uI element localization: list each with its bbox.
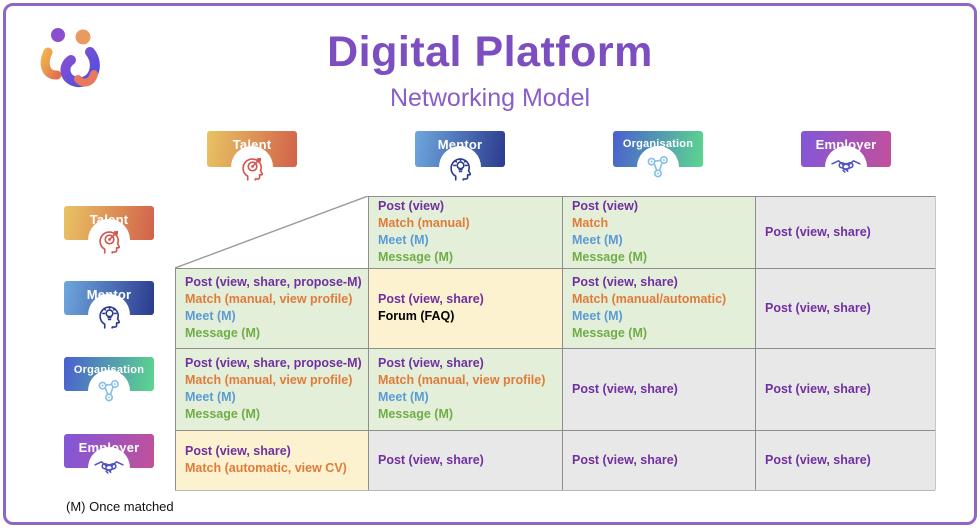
column-header-talent: Talent [207, 131, 297, 188]
action-line: Meet (M) [185, 309, 236, 323]
grid-line [175, 268, 176, 490]
column-header-label: Mentor [437, 137, 483, 152]
action-line: Post (view, share) [572, 452, 678, 467]
action-line: Post (view) [572, 199, 638, 213]
cell-organisation-x-employer: Post (view, share) [755, 348, 935, 430]
action-line: Match (manual) [378, 216, 470, 230]
cell-employer-x-talent: Post (view, share) Match (automatic, view… [175, 430, 368, 490]
grid-line [755, 196, 756, 490]
page-title: Digital Platform [327, 28, 653, 76]
action-line: Message (M) [572, 326, 648, 340]
cell-organisation-x-mentor: Post (view, share) Match (manual, view pr… [368, 348, 562, 430]
action-line: Match (manual, view profile) [185, 373, 353, 387]
action-line: Message (M) [378, 250, 454, 264]
action-line: Meet (M) [378, 390, 429, 404]
action-line: Post (view, share, propose-M) [185, 356, 362, 370]
people-logo-icon [40, 28, 100, 88]
action-line: Post (view, share) [185, 444, 291, 458]
diagonal-divider [175, 196, 368, 268]
grid-line [368, 196, 935, 197]
column-header-organisation: Organisation [613, 131, 703, 188]
row-header-label: Employer [78, 440, 140, 455]
handshake-icon [825, 146, 867, 188]
grid-line [175, 348, 935, 349]
cell-employer-x-mentor: Post (view, share) [368, 430, 562, 490]
action-line: Post (view, share) [572, 275, 678, 289]
action-line: Forum (FAQ) [378, 309, 455, 323]
action-line: Post (view, share) [765, 381, 871, 396]
row-header-organisation: Organisation [64, 357, 154, 412]
action-line: Match (automatic, view CV) [185, 461, 347, 475]
action-line: Meet (M) [378, 233, 429, 247]
page-subtitle: Networking Model [389, 84, 591, 112]
column-header-label: Employer [815, 137, 877, 152]
column-header-label: Organisation [622, 138, 694, 150]
row-header-label: Mentor [86, 287, 132, 302]
cell-mentor-x-talent: Post (view, share, propose-M) Match (manu… [175, 268, 368, 348]
column-header-label: Talent [232, 137, 272, 152]
cell-mentor-x-organisation: Post (view, share) Match (manual/automati… [562, 268, 755, 348]
action-line: Post (view, share) [765, 300, 871, 315]
cell-talent-x-employer: Post (view, share) [755, 196, 935, 268]
row-header-talent: Talent [64, 206, 154, 261]
head-lightbulb-icon [439, 146, 481, 188]
cell-talent-x-mentor: Post (view) Match (manual) Meet (M) Message… [368, 196, 562, 268]
action-line: Match [572, 216, 609, 230]
action-line: Post (view, share, propose-M) [185, 275, 362, 289]
row-header-label: Talent [89, 212, 129, 227]
cell-organisation-x-organisation: Post (view, share) [562, 348, 755, 430]
cell-employer-x-employer: Post (view, share) [755, 430, 935, 490]
head-target-icon [88, 219, 130, 261]
action-line: Match (manual, view profile) [185, 292, 353, 306]
action-line: Match (manual, view profile) [378, 373, 546, 387]
action-line: Match (manual/automatic) [572, 292, 727, 306]
action-line: Message (M) [572, 250, 648, 264]
column-header-mentor: Mentor [415, 131, 505, 188]
action-line: Post (view, share) [378, 356, 484, 370]
column-header-employer: Employer [801, 131, 891, 188]
cell-employer-x-organisation: Post (view, share) [562, 430, 755, 490]
grid-line [562, 196, 563, 490]
head-target-icon [231, 146, 273, 188]
row-header-label: Organisation [73, 364, 145, 376]
action-line: Meet (M) [572, 233, 623, 247]
action-line: Post (view, share) [765, 224, 871, 239]
grid-line [368, 196, 369, 490]
handshake-icon [88, 447, 130, 489]
action-line: Meet (M) [572, 309, 623, 323]
action-line: Message (M) [185, 407, 261, 421]
action-line: Message (M) [185, 326, 261, 340]
action-line: Meet (M) [185, 390, 236, 404]
grid-line [175, 490, 935, 491]
action-line: Message (M) [378, 407, 454, 421]
action-line: Post (view, share) [765, 452, 871, 467]
row-header-mentor: Mentor [64, 281, 154, 336]
network-icon [637, 146, 679, 188]
grid-line [175, 430, 935, 431]
grid-line [175, 268, 935, 269]
row-header-employer: Employer [64, 434, 154, 489]
cell-organisation-x-talent: Post (view, share, propose-M) Match (manu… [175, 348, 368, 430]
head-lightbulb-icon [88, 294, 130, 336]
action-line: Post (view) [378, 199, 444, 213]
action-line: Post (view, share) [378, 292, 484, 306]
cell-mentor-x-mentor: Post (view, share) Forum (FAQ) [368, 268, 562, 348]
action-line: Post (view, share) [572, 381, 678, 396]
cell-mentor-x-employer: Post (view, share) [755, 268, 935, 348]
action-line: Post (view, share) [378, 452, 484, 467]
legend-note: (M) Once matched [66, 499, 174, 514]
network-icon [88, 370, 130, 412]
grid-line [935, 196, 936, 490]
